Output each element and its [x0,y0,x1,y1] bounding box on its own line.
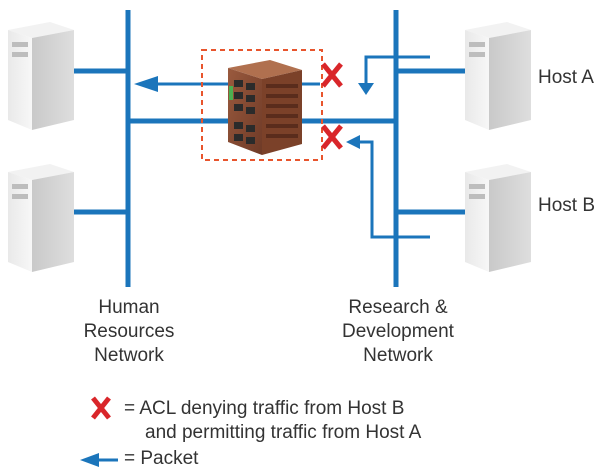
legend-acl-line1: = ACL denying traffic from Host B [124,398,405,419]
rd-network-line2: Development [342,321,454,342]
hr-network-label: Human Resources Network [68,296,190,368]
legend-acl-line2: and permitting traffic from Host A [145,422,422,443]
acl-boundary-box [201,49,323,161]
server-icon [8,22,74,130]
hosta-packet-arrowhead [358,83,374,95]
legend-deny-x-icon [91,396,111,420]
host-a-label: Host A [538,67,594,88]
host-b-label: Host B [538,195,596,216]
rd-network-line3: Network [363,345,433,366]
legend-packet-label: = Packet [124,448,199,469]
hosta-packet-path [364,55,430,83]
server-icon [465,22,531,130]
industrial-switch-icon [228,60,302,155]
hostb-packet-arrowhead [346,135,360,149]
hostb-packet-path [358,140,430,239]
packet-arrow-icon [80,453,118,467]
server-icon [465,164,531,272]
rd-network-line1: Research & [348,297,448,318]
server-icon [8,164,74,272]
hr-packet-arrowhead [134,76,158,92]
hr-network-line2: Resources [83,321,175,342]
deny-x-icon [321,62,343,150]
rd-network-label: Research & Development Network [320,296,476,368]
hr-network-line1: Human [98,297,160,318]
hr-network-line3: Network [94,345,164,366]
